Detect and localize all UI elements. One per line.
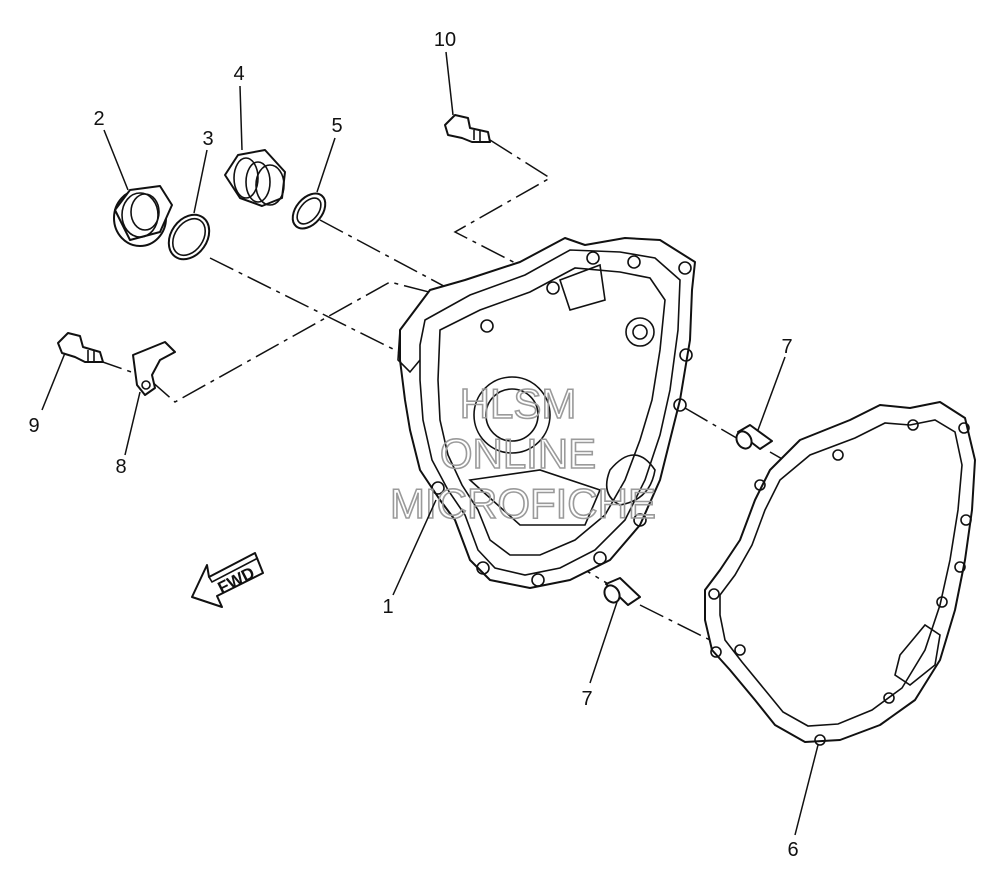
watermark-line-3: MICROFICHE — [390, 480, 656, 527]
fwd-arrow-icon: FWD — [191, 552, 264, 608]
plug-2 — [113, 185, 173, 247]
bolt-10 — [444, 114, 491, 143]
callout-1: 1 — [382, 596, 393, 618]
callout-7-lower: 7 — [581, 688, 592, 710]
leader-lines — [41, 51, 819, 836]
dowel-pin-7-lower — [603, 577, 641, 606]
callout-2: 2 — [93, 108, 104, 130]
clamp-8 — [132, 341, 176, 396]
plug-4 — [224, 149, 286, 207]
callout-5: 5 — [331, 115, 342, 137]
callout-10: 10 — [434, 29, 456, 51]
callout-9: 9 — [28, 415, 39, 437]
callout-7-upper: 7 — [781, 336, 792, 358]
crankcase-cover — [397, 237, 696, 589]
o-ring-3 — [167, 213, 211, 261]
bolt-9 — [57, 332, 104, 363]
callout-8: 8 — [115, 456, 126, 478]
callout-6: 6 — [787, 839, 798, 861]
cover-gasket — [704, 401, 976, 746]
callout-3: 3 — [202, 128, 213, 150]
watermark-line-1: HLSM — [460, 380, 577, 427]
callout-numbers: 1 2 3 4 5 6 7 7 8 9 10 — [28, 29, 798, 861]
o-ring-5 — [291, 192, 327, 230]
callout-4: 4 — [233, 63, 244, 85]
dowel-pin-7-upper — [735, 424, 773, 450]
watermark-line-2: ONLINE — [440, 430, 596, 477]
